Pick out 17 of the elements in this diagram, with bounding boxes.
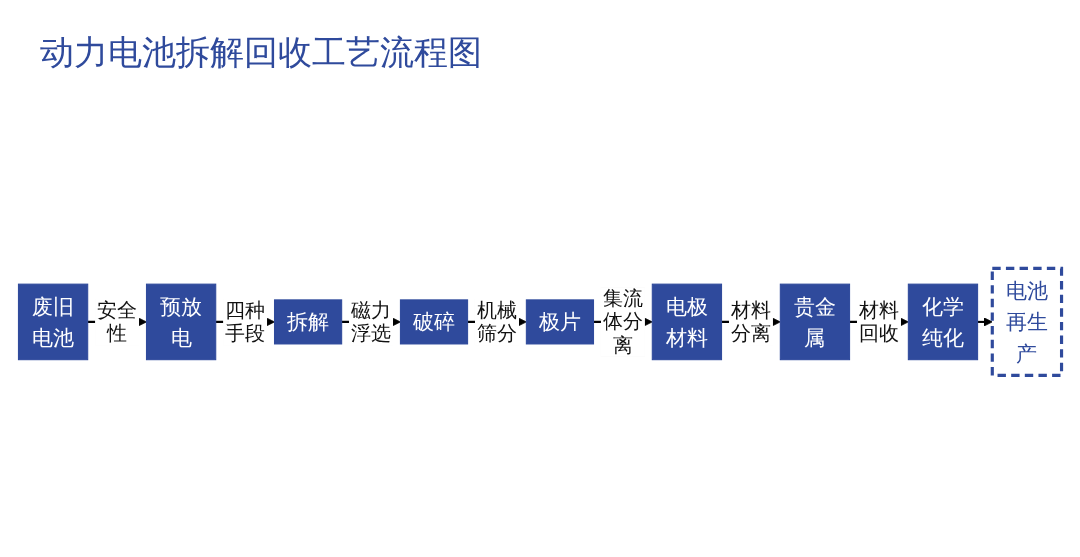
diagram-title: 动力电池拆解回收工艺流程图 [39, 31, 483, 74]
edge-label: 材料回收 [859, 297, 899, 344]
edge-label: 材料分离 [730, 297, 771, 344]
node-box: 电极材料 [651, 283, 723, 360]
node-box: 拆解 [273, 298, 343, 345]
edge-label: 安全性 [97, 297, 138, 344]
node-box: 废旧电池 [17, 283, 89, 360]
edge-label: 机械筛分 [477, 297, 517, 344]
edge-label: 集流体分离 [602, 286, 643, 355]
node-box: 破碎 [399, 298, 469, 345]
node-box: 贵金属 [779, 283, 851, 360]
node-box: 预放电 [145, 283, 217, 360]
node-box: 极片 [525, 298, 595, 345]
node-box: 电池再生产 [990, 266, 1064, 377]
node-box: 化学纯化 [907, 283, 979, 360]
edge-label: 四种手段 [225, 297, 266, 344]
edge-label: 磁力浮选 [351, 297, 391, 344]
